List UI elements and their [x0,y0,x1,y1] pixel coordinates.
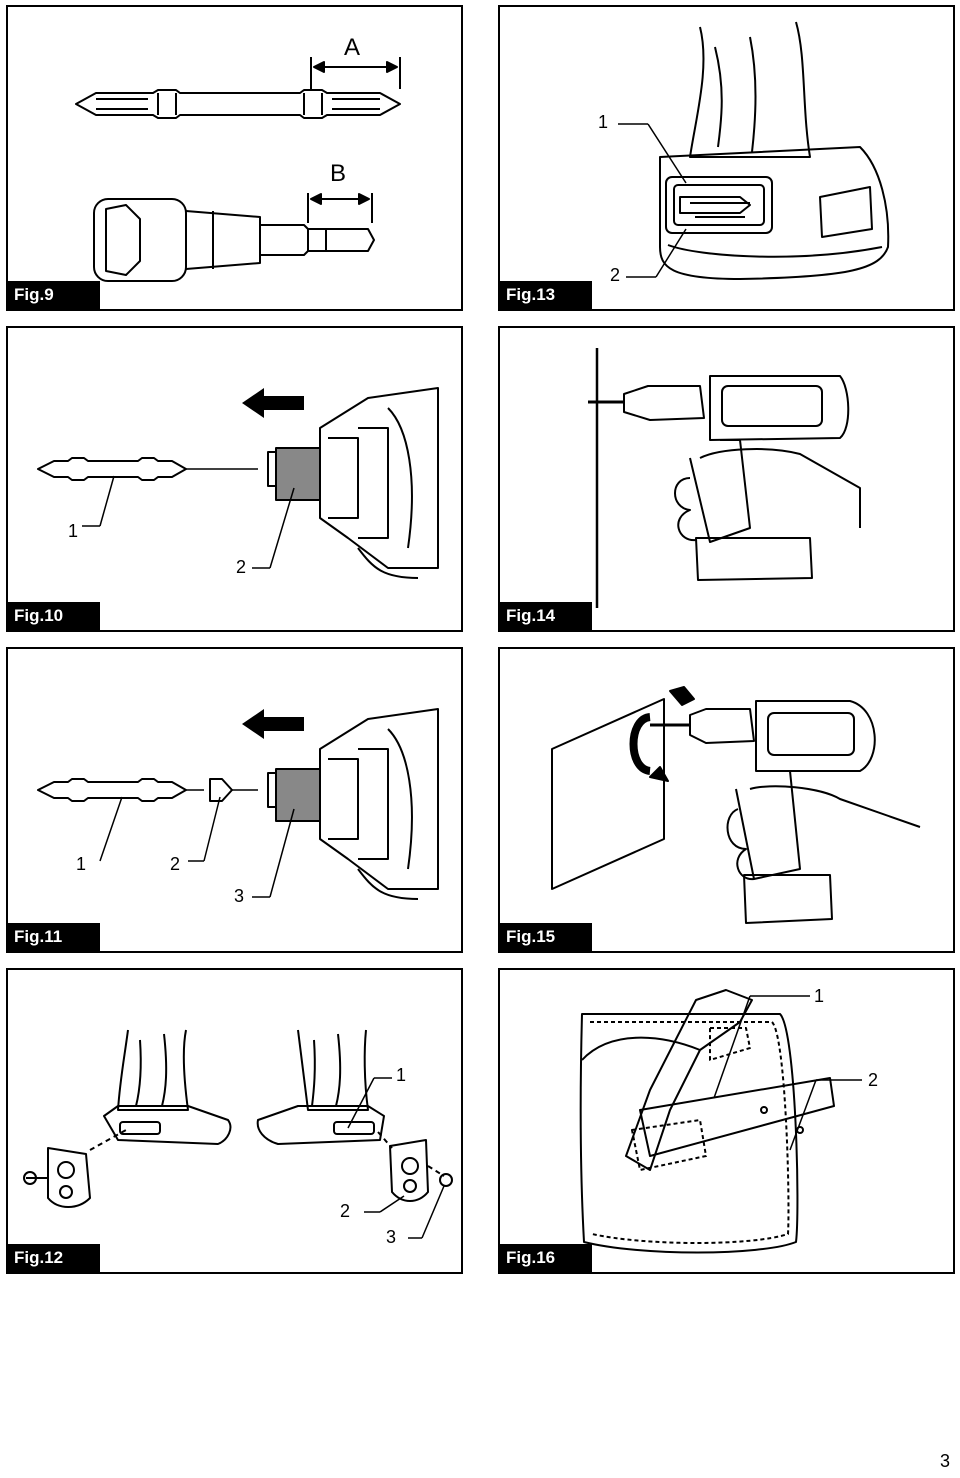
figure-12-label: Fig.12 [8,1244,100,1272]
figure-12-panel: 1 2 3 Fig.12 [6,968,463,1274]
figure-9-label: Fig.9 [8,281,100,309]
callout-1: 1 [814,986,825,1006]
hook-installation-diagram [23,1029,453,1239]
figure-10-panel: 1 2 Fig.10 [6,326,463,632]
figure-14-label: Fig.14 [500,602,592,630]
figure-16-label: Fig.16 [500,1244,592,1272]
callout-1: 1 [76,854,87,874]
figure-11-panel: 1 2 3 Fig.11 [6,647,463,953]
bit-length-diagram [75,57,401,282]
page-number: 3 [939,1451,950,1471]
dimension-b-label: B [330,160,347,187]
figure-15-panel: Fig.15 [498,647,955,953]
figure-13-panel: 1 2 Fig.13 [498,5,955,311]
callout-1: 1 [68,521,79,541]
figure-14-panel: Fig.14 [498,326,955,632]
holster-belt-diagram [579,989,862,1254]
callout-2: 2 [340,1201,351,1221]
figure-11-label: Fig.11 [8,923,100,951]
callout-2: 2 [236,557,247,577]
figure-10-label: Fig.10 [8,602,100,630]
callout-2: 2 [170,854,181,874]
callout-3: 3 [234,886,245,906]
figure-15-label: Fig.15 [500,923,592,951]
drilling-diagram [551,686,921,924]
dimension-a-label: A [344,34,361,61]
figure-16-panel: 1 2 Fig.16 [498,968,955,1274]
callout-2: 2 [868,1070,879,1090]
callout-3: 3 [386,1227,397,1247]
figure-13-label: Fig.13 [500,281,592,309]
callout-2: 2 [610,265,621,285]
callout-1: 1 [396,1065,407,1085]
bit-insertion-diagram [37,387,439,579]
driving-screw-diagram [588,348,861,608]
figure-9-panel: A B Fig.9 [6,5,463,311]
bit-holder-diagram [618,21,890,280]
callout-1: 1 [598,112,609,132]
bit-piece-insertion-diagram [37,708,439,900]
